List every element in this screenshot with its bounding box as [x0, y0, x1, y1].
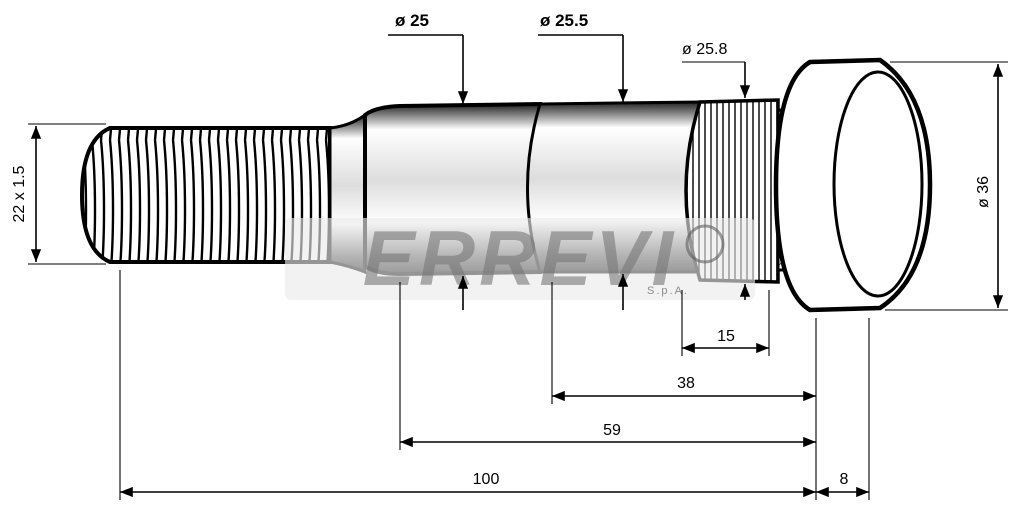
label-d25-5: ø 25.5	[540, 11, 588, 30]
registered-mark	[685, 224, 725, 264]
callout-d36: ø 36	[885, 61, 1008, 311]
callout-thread: 22 x 1.5	[11, 123, 106, 265]
dim-8: 8	[816, 471, 869, 498]
watermark-suffix: S.p.A.	[647, 285, 689, 297]
callout-d25: ø 25	[388, 11, 469, 310]
head-face	[832, 70, 924, 298]
label-thread: 22 x 1.5	[11, 165, 28, 222]
watermark-brand: ERREVI	[363, 214, 677, 302]
label-d25-8: ø 25.8	[682, 41, 727, 58]
dim-100: 100	[120, 471, 816, 498]
dim-59: 59	[400, 422, 816, 448]
extension-lines	[119, 270, 870, 500]
label-d36: ø 36	[975, 176, 992, 208]
label-38: 38	[677, 375, 695, 392]
label-100: 100	[473, 471, 500, 488]
watermark: ERREVI S.p.A.	[285, 214, 755, 302]
callout-d25-8: ø 25.8	[682, 41, 751, 300]
threaded-section	[79, 126, 332, 264]
callout-d25-5: ø 25.5	[538, 11, 629, 310]
dim-38: 38	[552, 375, 816, 402]
dim-15: 15	[682, 328, 769, 354]
label-15: 15	[717, 328, 735, 345]
label-59: 59	[603, 422, 621, 439]
label-8: 8	[840, 471, 849, 488]
label-d25: ø 25	[395, 11, 429, 30]
